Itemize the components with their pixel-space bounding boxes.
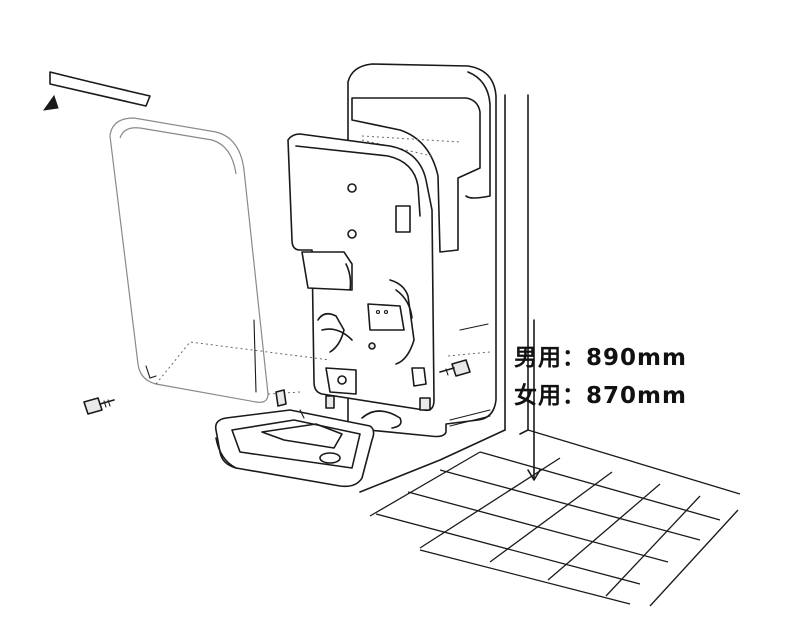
screw-icon — [439, 359, 471, 377]
front-cover — [109, 117, 269, 403]
female-height-label: 女用：870mm — [514, 383, 687, 409]
drip-tray — [214, 409, 375, 488]
dryer-inner-chassis — [287, 133, 435, 412]
drain-tube — [361, 410, 402, 429]
rotate-arrow-icon — [42, 71, 151, 111]
screw-icon — [83, 397, 115, 415]
height-arrow-icon — [527, 319, 541, 481]
male-height-label: 男用：890mm — [514, 345, 687, 371]
floor-tile-grid — [369, 429, 741, 607]
wall — [359, 94, 529, 493]
mounting-bracket-left — [275, 389, 287, 407]
